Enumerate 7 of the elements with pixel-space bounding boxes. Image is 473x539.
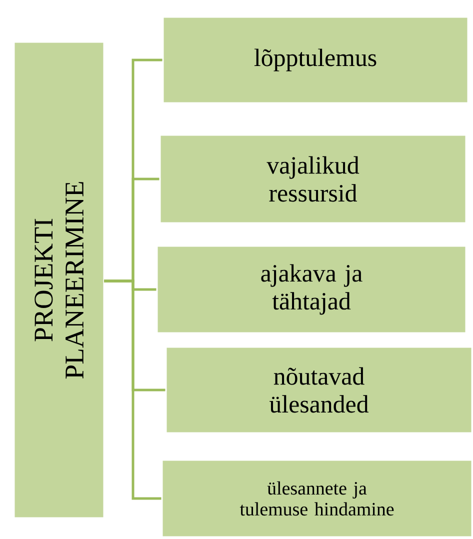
connector-line	[104, 280, 162, 500]
topic-box: ajakava ja tähtajad	[156, 245, 467, 334]
topic-box: ülesannete ja tulemuse hindamine	[161, 459, 473, 538]
topic-box: vajalikud ressursid	[159, 134, 467, 224]
topic-box: lõpptulemus	[162, 16, 469, 104]
title-box: PROJEKTI PLANEERIMINE	[13, 41, 105, 519]
topic-box: nõutavad ülesanded	[165, 346, 473, 434]
